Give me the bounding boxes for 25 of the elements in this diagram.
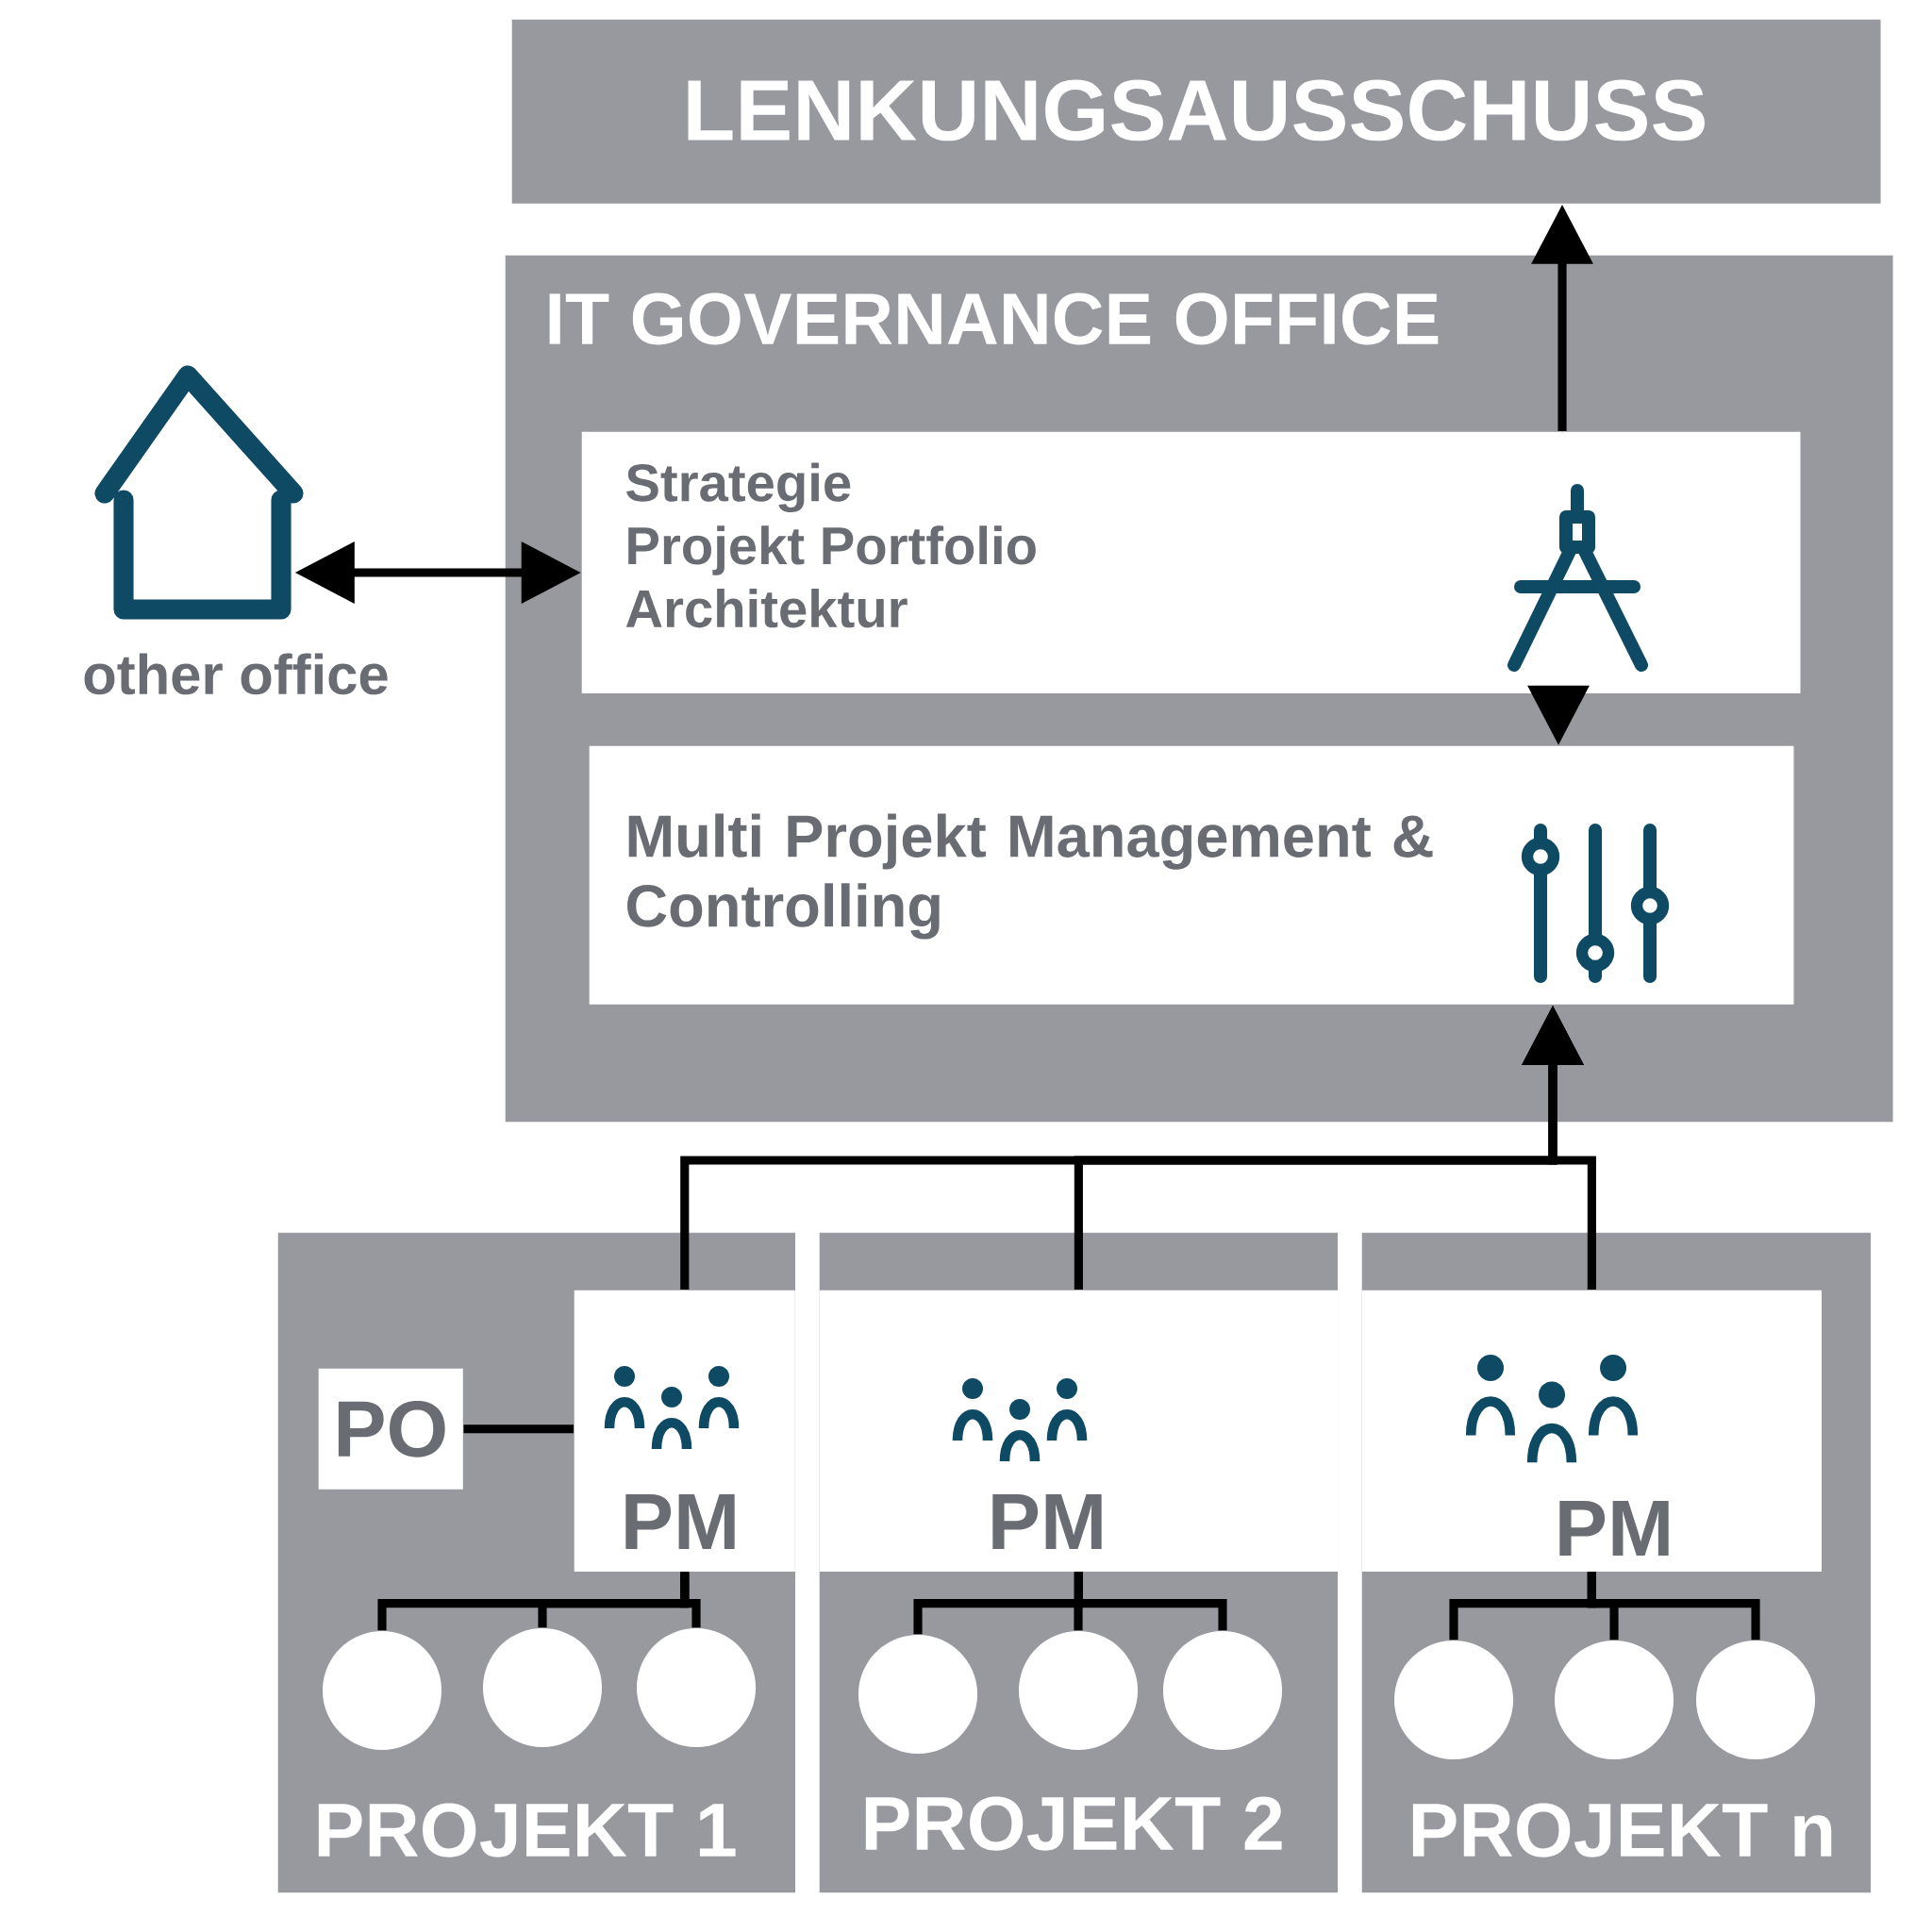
- committee-banner: LENKUNGSAUSSCHUSS: [511, 19, 1881, 204]
- member-circle: [1163, 1631, 1283, 1751]
- member-circle: [858, 1635, 978, 1755]
- node-label: PM: [992, 1493, 1102, 1550]
- house-caption: other office: [84, 653, 388, 695]
- member-circle: [1555, 1641, 1674, 1760]
- connector-line: [1587, 1572, 1760, 1641]
- pm-card: PM: [1361, 1290, 1822, 1572]
- house-drawing: [94, 365, 304, 620]
- node-label: PM: [1559, 1500, 1669, 1557]
- connector-line: [680, 1572, 701, 1628]
- connector-line: [463, 1424, 574, 1434]
- member-circle: [1696, 1641, 1816, 1760]
- member-circle: [1394, 1641, 1514, 1760]
- member-circle: [1018, 1631, 1139, 1751]
- node-label: PM: [625, 1493, 735, 1550]
- connector-line: [1074, 1572, 1227, 1631]
- pm-card: PM: [819, 1290, 1339, 1572]
- task-card: Multi Projekt Management & Controlling: [589, 745, 1794, 1005]
- pm-card: PM: [574, 1290, 795, 1572]
- member-circle: [483, 1628, 603, 1748]
- task-card: Strategie Projekt Portfolio Architektur: [581, 431, 1801, 693]
- member-circle: [636, 1628, 757, 1748]
- po-box: PO: [318, 1368, 463, 1490]
- member-circle: [322, 1631, 442, 1751]
